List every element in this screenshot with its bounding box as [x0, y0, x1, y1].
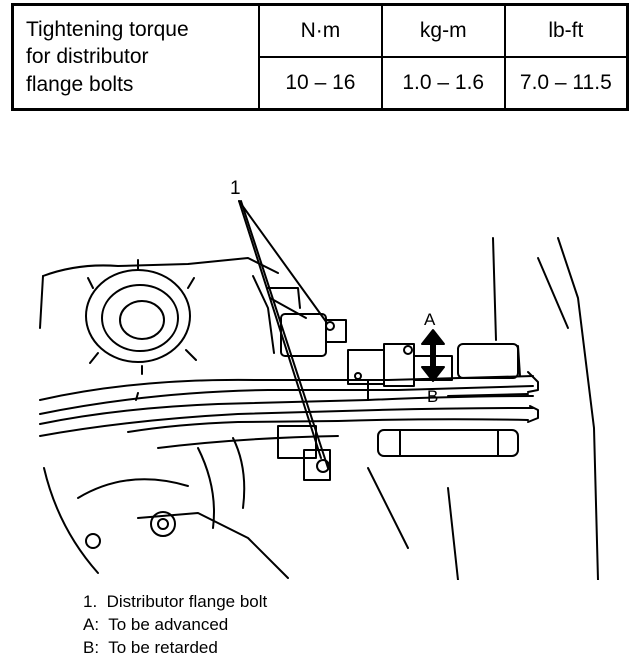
value-kgm: 1.0 – 1.6 — [380, 56, 506, 111]
unit-nm: N·m — [258, 3, 383, 58]
legend-item-1: 1. Distributor flange bolt — [83, 592, 268, 611]
table-value-row: 10 – 16 1.0 – 1.6 7.0 – 11.5 — [13, 56, 629, 111]
callout-1-leaders — [238, 200, 329, 469]
background-parts — [85, 237, 497, 549]
callout-b-label: B — [427, 387, 438, 406]
callout-a-label: A — [424, 310, 436, 329]
value-lbft: 7.0 – 11.5 — [503, 56, 629, 111]
unit-kgm: kg-m — [380, 3, 506, 58]
callout-1-label: 1 — [230, 178, 241, 199]
callout-b-leader — [447, 393, 529, 397]
torque-spec-table: Tightening torque for distributor flange… — [11, 3, 629, 111]
unit-lbft: lb-ft — [503, 3, 629, 58]
lower-plug-cylinder — [277, 425, 519, 481]
distributor-illustration: 1 A B — [39, 178, 599, 580]
torque-label-line-2: for distributor — [26, 45, 149, 69]
torque-label-cell: Tightening torque for distributor flange… — [11, 3, 260, 111]
value-nm: 10 – 16 — [258, 56, 383, 111]
figure-legend: 1. Distributor flange bolt A: To be adva… — [83, 590, 267, 659]
torque-label-line-1: Tightening torque — [26, 18, 189, 42]
wire-harness — [39, 371, 539, 449]
table-header-row: Tightening torque for distributor flange… — [11, 3, 629, 111]
legend-item-b: B: To be retarded — [83, 638, 218, 657]
torque-label-line-3: flange bolts — [26, 72, 134, 96]
oil-filler-cap — [85, 259, 197, 375]
adjust-arrow — [421, 329, 445, 382]
legend-item-a: A: To be advanced — [83, 615, 229, 634]
distributor-body — [280, 313, 521, 387]
